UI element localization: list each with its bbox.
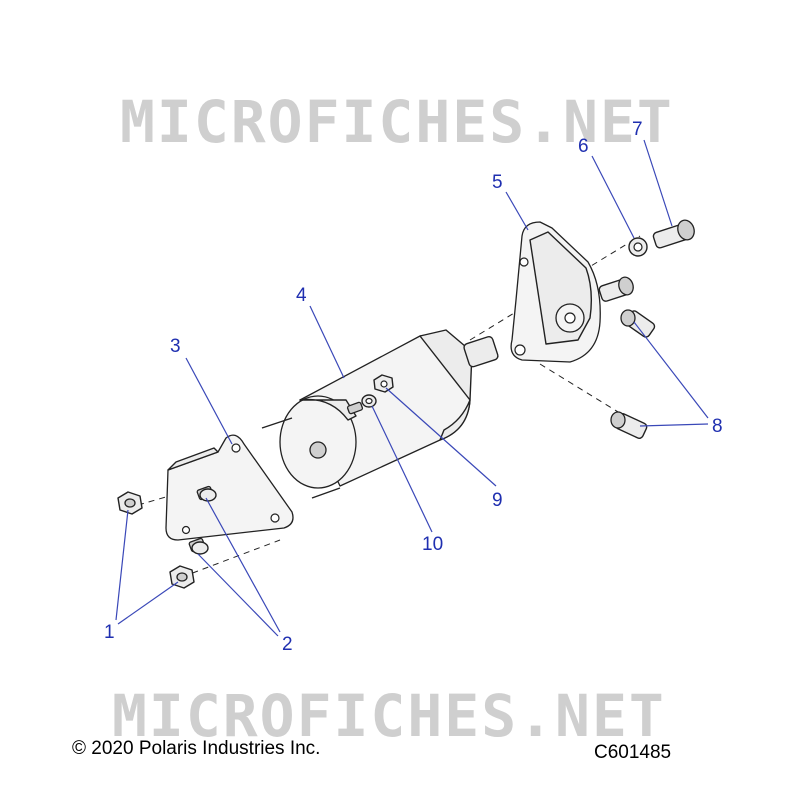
leader-2b: [197, 553, 279, 637]
leader-10: [371, 405, 433, 533]
bolt-lower-middle: [620, 309, 656, 338]
washer: [628, 237, 648, 257]
terminal-washer: [361, 394, 377, 408]
callout-5: 5: [492, 172, 503, 193]
watermark-top: MICROFICHES.NET: [120, 88, 674, 156]
leader-8b: [639, 423, 709, 427]
leader-1a: [115, 509, 129, 621]
leader-4: [309, 305, 345, 379]
callout-2: 2: [282, 634, 293, 655]
starter-motor: [261, 329, 499, 499]
callout-7: 7: [632, 119, 643, 140]
bolt-lower-right: [610, 411, 648, 439]
callout-1: 1: [104, 622, 115, 643]
bolt-middle-right: [598, 276, 634, 302]
leader-9: [385, 387, 497, 487]
callout-9: 9: [492, 490, 503, 511]
nut-upper: [117, 491, 143, 515]
bracket-studs: [188, 485, 217, 555]
bolt-upper-right: [652, 219, 695, 249]
leader-8a: [633, 321, 709, 419]
leader-6: [591, 155, 635, 239]
nut-lower: [169, 565, 195, 589]
callout-4: 4: [296, 285, 307, 306]
rear-bracket: [510, 221, 601, 363]
leader-5: [505, 191, 529, 231]
leader-2a: [205, 497, 281, 633]
callout-10: 10: [422, 534, 443, 555]
leader-3: [185, 357, 233, 445]
terminal-nut: [373, 374, 394, 393]
watermark-bottom: MICROFICHES.NET: [112, 682, 666, 750]
callout-6: 6: [578, 136, 589, 157]
front-bracket: [165, 434, 294, 541]
copyright-notice: © 2020 Polaris Industries Inc.: [72, 738, 321, 759]
callout-8: 8: [712, 416, 723, 437]
figure-code: C601485: [594, 742, 672, 763]
assembly-line-bolt-8: [539, 363, 629, 419]
callout-3: 3: [170, 336, 181, 357]
leader-7: [643, 139, 673, 227]
leader-1b: [117, 581, 179, 625]
